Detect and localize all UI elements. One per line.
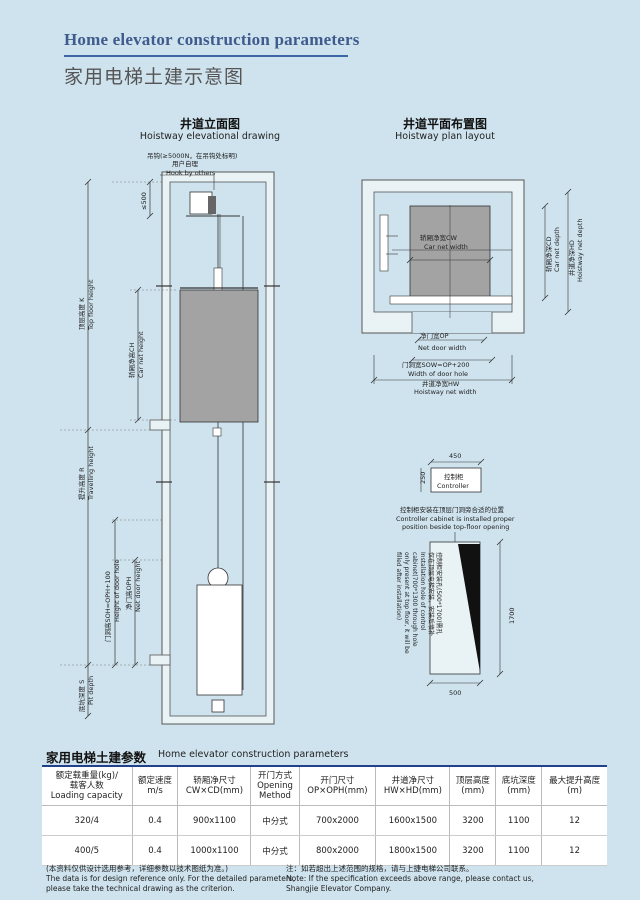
car-depth-label-cn: 轿厢净深CD (544, 236, 553, 272)
hoist-depth-label-en: Hoistway net depth (576, 219, 584, 282)
table-cell: 900x1100 (177, 805, 252, 836)
elevation-caption-cn: 井道立面图 (179, 117, 240, 131)
table-cell: 中分式 (250, 805, 300, 836)
door-hole-label-en: Height of door hole (113, 559, 121, 622)
controller-width-dim: 450 (449, 452, 461, 460)
params-title-cn: 家用电梯土建参数 (46, 750, 147, 765)
table-cell: 800x2000 (299, 835, 377, 866)
header-cell: 最大提升高度(m) (541, 766, 607, 806)
hoistway-elevation: 吊钩(≥5000N，在吊钩处标明) 用户自理 Hook by others ≤5… (60, 151, 280, 725)
door-hole-width-label-en: Width of door hole (408, 370, 468, 378)
top-floor-label-cn: 顶层高度 K (77, 297, 86, 330)
table-row: 320/4 0.4 900x1100 中分式 700x2000 1600x150… (42, 805, 607, 836)
net-door-width-label-cn: 净门宽OP (420, 331, 449, 340)
header-cell: 底坑深度(mm) (495, 766, 543, 806)
footer-left-en1: The data is for design reference only. F… (46, 874, 296, 883)
table-cell: 中分式 (250, 835, 300, 866)
hook-note-cn2: 用户自理 (172, 159, 199, 168)
dim-500-label: ≤500 (140, 192, 148, 210)
table-cell: 1600x1500 (375, 805, 451, 836)
table-cell: 1100 (495, 805, 543, 836)
controller-label-cn: 控制柜 (444, 472, 464, 481)
controller-note-cn: 控制柜安装在顶层门洞旁合适的位置 (400, 505, 505, 514)
controller-label-en: Controller (437, 482, 469, 490)
table-cell: 700x2000 (299, 805, 377, 836)
travel-label-cn: 提升高度 R (77, 467, 86, 500)
plan-caption-cn: 井道平面布置图 (402, 117, 487, 131)
opening-note-en1: Installation hole of control (419, 552, 426, 631)
car-width-label-en: Car net width (424, 243, 468, 251)
table-cell: 3200 (449, 835, 497, 866)
controller-detail: 450 250 控制柜 Controller 控制柜安装在顶层门洞旁合适的位置 … (395, 452, 516, 697)
opening-note-en2: cabinet(700*1300 through hole (411, 552, 418, 647)
title-divider (64, 55, 348, 57)
table-cell: 3200 (449, 805, 497, 836)
pit-label-cn: 底坑深度 S (77, 680, 86, 712)
door-hole-label-cn: 门洞高SOH=OPH+100 (103, 571, 112, 642)
car-height-label-cn: 轿厢净高CH (127, 342, 136, 378)
pit-label-en: Pit depth (87, 676, 95, 705)
top-floor-label-en: Top floor height (87, 279, 95, 331)
footer-left-en2: please take the technical drawing as the… (46, 884, 235, 893)
car-height-label-en: Car net height (137, 331, 145, 378)
net-door-width-label-en: Net door width (418, 344, 466, 352)
hoistway-plan: 轿厢净宽CW Car net width 净门宽OP Net door widt… (361, 179, 584, 396)
opening-note-cn1: 控制柜安装孔(500*1700)需孔 (435, 552, 443, 634)
table-cell: 1100 (495, 835, 543, 866)
drawings-svg: 吊钩(≥5000N，在吊钩处标明) 用户自理 Hook by others ≤5… (60, 151, 584, 725)
table-cell: 12 (541, 835, 607, 866)
footer-right-cn: 注：如若超出上述范围的规格，请与上捷电梯公司联系。 (286, 864, 474, 873)
footer-left-cn: (本资料仅供设计选用参考，详细参数以技术图纸为准。) (46, 864, 229, 873)
car-depth-label-en: Car net depth (553, 227, 561, 272)
opening-note-en3: only present at top floor, it will be (403, 552, 410, 654)
net-door-label-cn: 净门高OPH (124, 576, 133, 610)
opening-height-dim: 1700 (508, 607, 516, 624)
door-hole-width-label-cn: 门洞宽SOW=OP+200 (402, 360, 470, 369)
table-cell: 1000x1100 (177, 835, 252, 866)
table-row: 400/5 0.4 1000x1100 中分式 800x2000 1800x15… (42, 835, 607, 866)
controller-height-dim: 250 (419, 472, 427, 484)
hoist-width-label-cn: 井道净宽HW (422, 379, 460, 388)
car-width-label-cn: 轿厢净宽CW (420, 233, 458, 242)
footer-note-left: (本资料仅供设计选用参考，详细参数以技术图纸为准。) The data is f… (46, 864, 306, 894)
params-title-en: Home elevator construction parameters (158, 749, 349, 760)
controller-note-en2: position beside top-floor opening (402, 523, 509, 531)
footer-right-en2: Shangjie Elevator Company. (286, 884, 392, 893)
hook-note-cn: 吊钩(≥5000N，在吊钩处标明) (147, 151, 237, 160)
page-title-en: Home elevator construction parameters (64, 30, 360, 49)
table-cell: 320/4 (42, 805, 133, 836)
page-title-cn: 家用电梯土建示意图 (64, 66, 245, 88)
table-cell: 12 (541, 805, 607, 836)
opening-note-en4: filled after installation) (395, 552, 402, 620)
hoist-width-label-en: Hoistway net width (414, 388, 476, 396)
footer-note-right: 注：如若超出上述范围的规格，请与上捷电梯公司联系。 Note: If the s… (286, 864, 566, 894)
plan-caption-en: Hoistway plan layout (395, 131, 495, 142)
travel-label-en: Travelling height (87, 446, 95, 501)
opening-width-dim: 500 (449, 689, 461, 697)
table-cell: 1800x1500 (375, 835, 451, 866)
controller-note-en1: Controller cabinet is installed proper (396, 515, 515, 523)
net-door-label-en: Net door height (134, 561, 142, 612)
table-cell: 400/5 (42, 835, 133, 866)
header-cell: 顶层高度(mm) (449, 766, 497, 806)
opening-note-cn2: 仅在顶层电梯安装，安装后填补 (427, 552, 435, 636)
table-cell: 0.4 (132, 835, 179, 866)
table-cell: 0.4 (132, 805, 179, 836)
hoist-depth-label-cn: 井道净深HD (567, 240, 576, 276)
elevation-caption-en: Hoistway elevational drawing (139, 131, 281, 142)
footer-right-en1: Note: If the specification exceeds above… (286, 874, 534, 883)
hook-note-en: Hook by others (166, 169, 216, 177)
